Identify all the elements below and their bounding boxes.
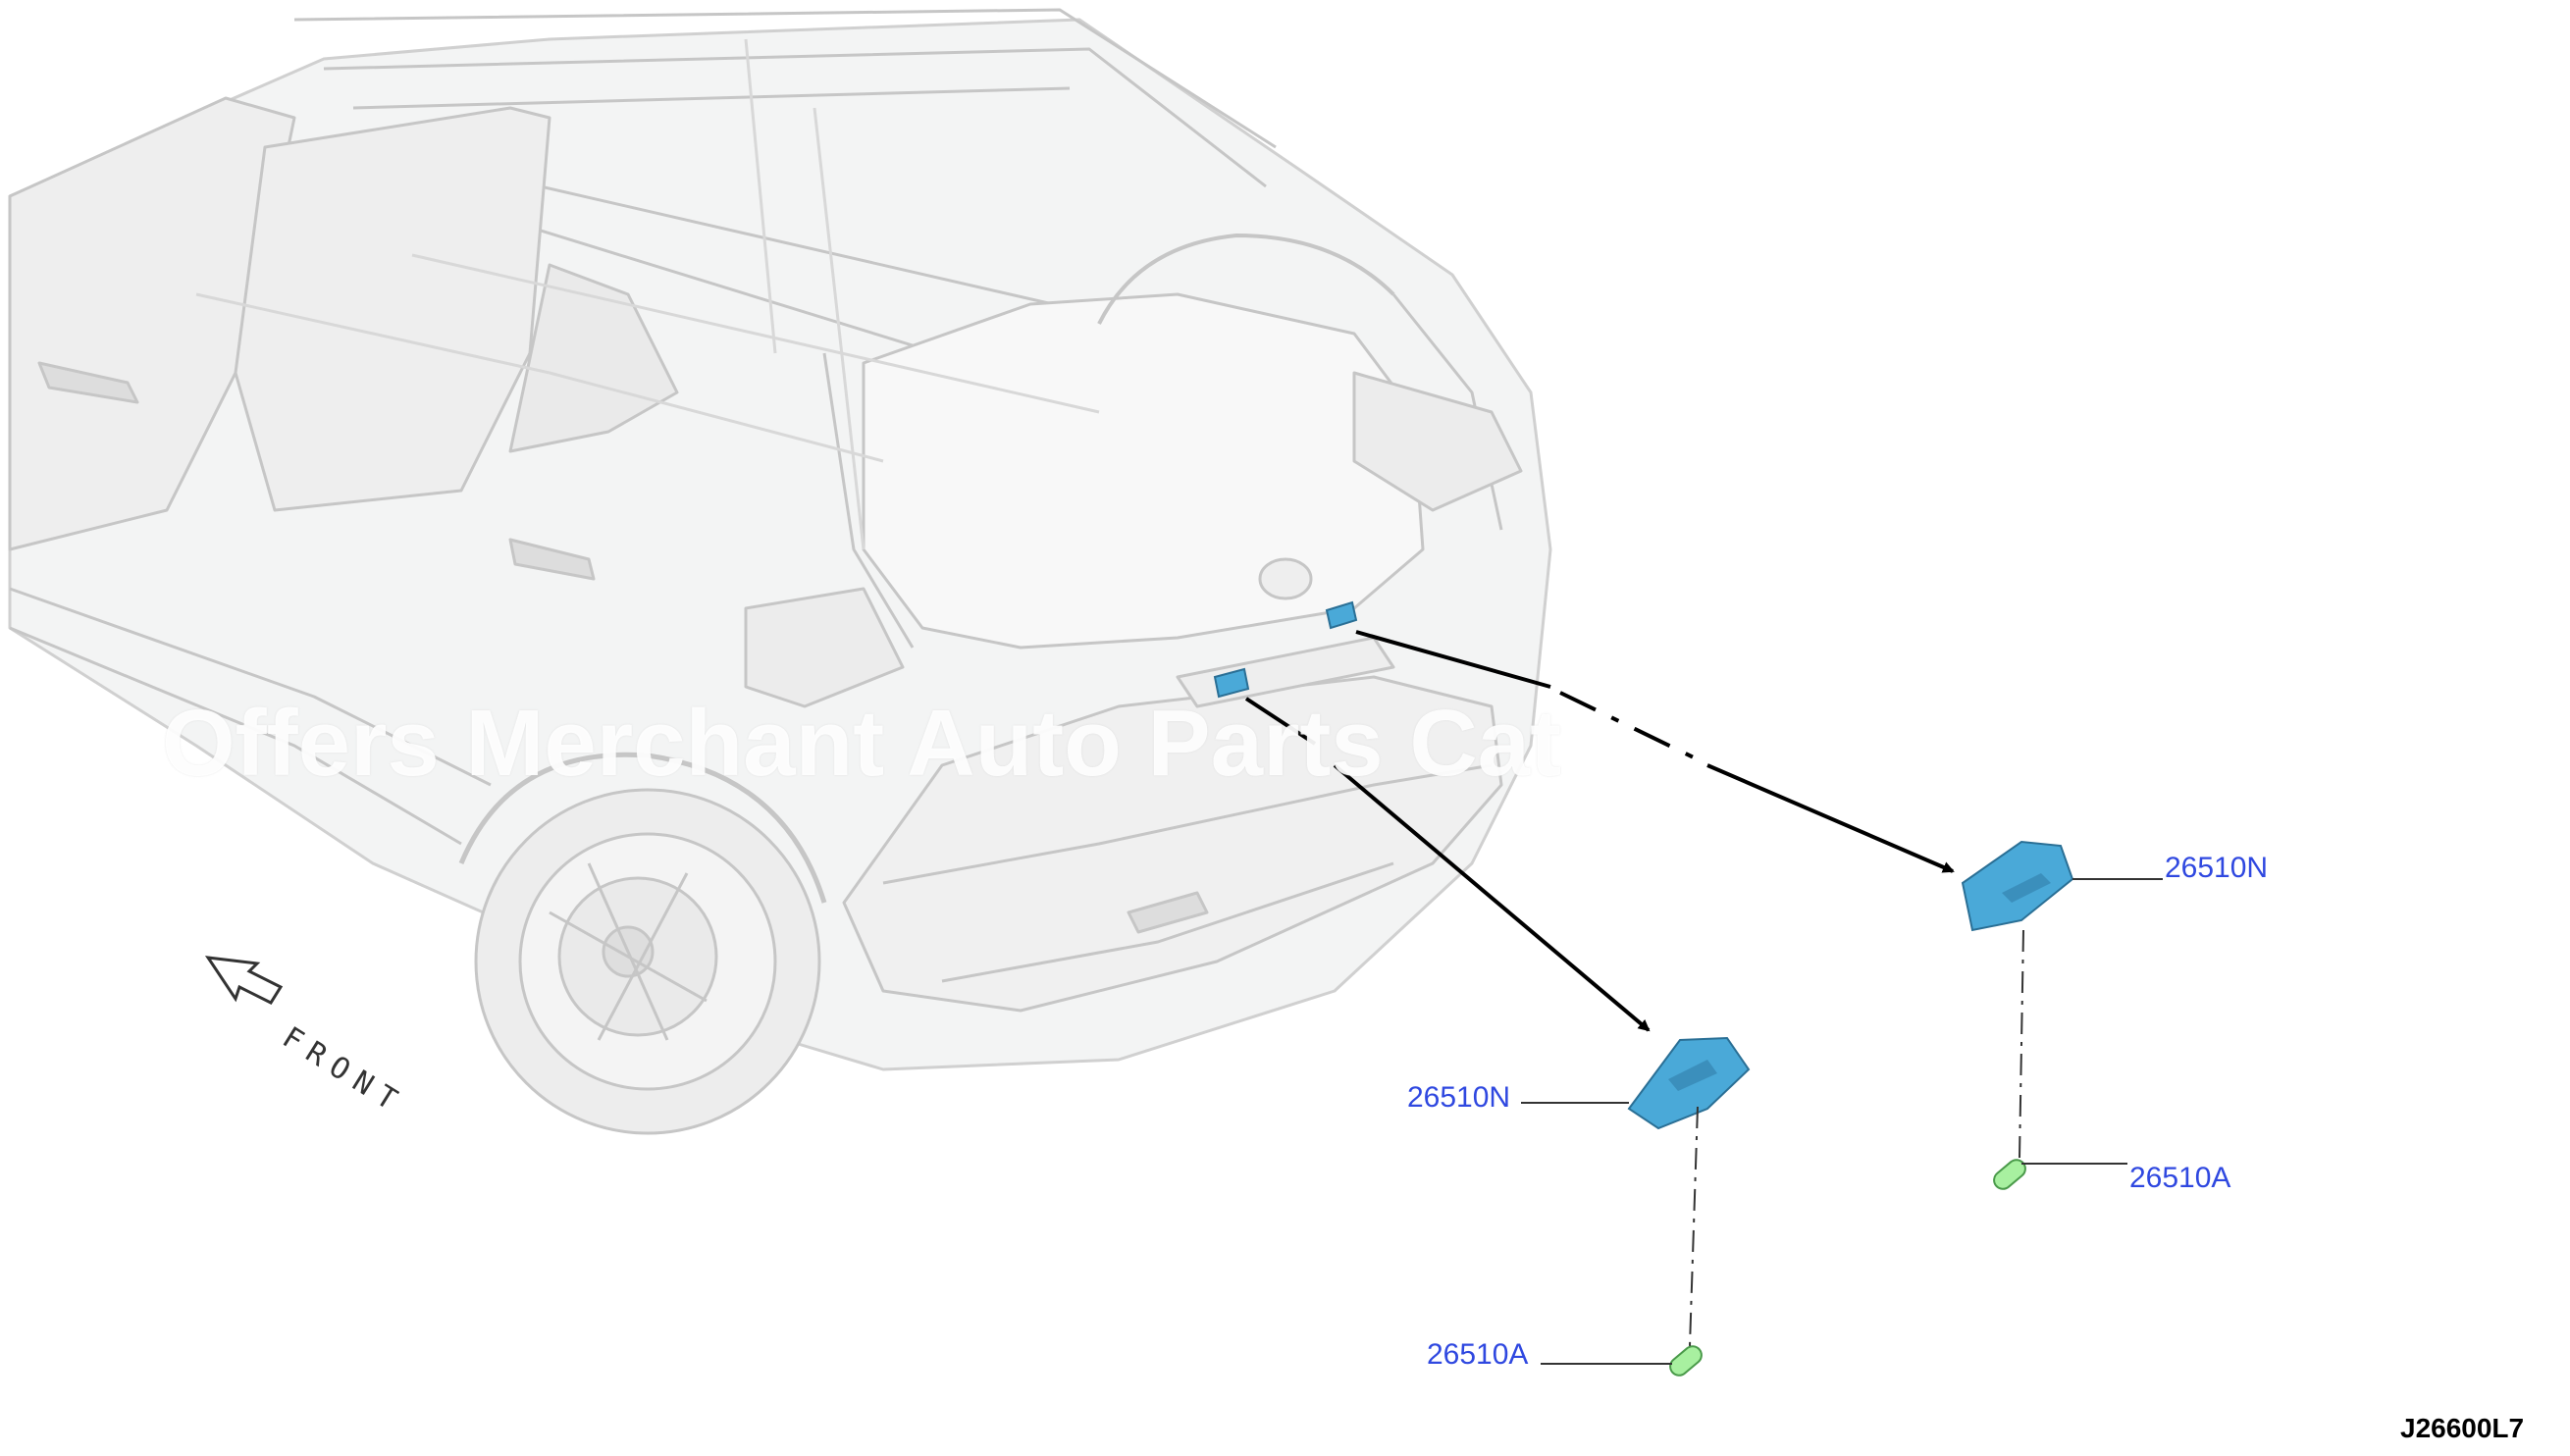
watermark-text: Offers Merchant Auto Parts Cat [162,691,1562,796]
bracket-on-vehicle-right [1325,600,1358,630]
bracket-26510n-right[interactable] [1961,840,2074,932]
label-leader-lines [1521,878,2163,1365]
diagram-code: J26600L7 [2400,1413,2525,1443]
bracket-26510n-left[interactable] [1627,1036,1751,1130]
arrow-to-bracket-left [1244,697,1317,746]
assembly-lines [1689,929,2024,1347]
lamp-26510a-left[interactable] [1666,1343,1705,1379]
arrow-to-bracket-right-dashed [1559,691,1699,761]
part-label-26510a-left[interactable]: 26510A [1427,1338,1529,1371]
bracket-on-vehicle-left [1213,667,1250,699]
callout-arrows [1244,630,1955,1032]
arrow-to-bracket-right-main [1706,763,1955,873]
part-label-26510a-right[interactable]: 26510A [2129,1162,2231,1194]
vehicle-illustration [8,8,1552,1135]
part-label-26510n-right[interactable]: 26510N [2165,852,2269,884]
part-label-26510n-left[interactable]: 26510N [1407,1081,1511,1114]
arrow-to-bracket-left-main [1333,763,1651,1032]
lamp-26510a-right[interactable] [1990,1157,2028,1193]
front-arrow-icon [204,956,284,1005]
arrow-to-bracket-right [1355,630,1551,689]
